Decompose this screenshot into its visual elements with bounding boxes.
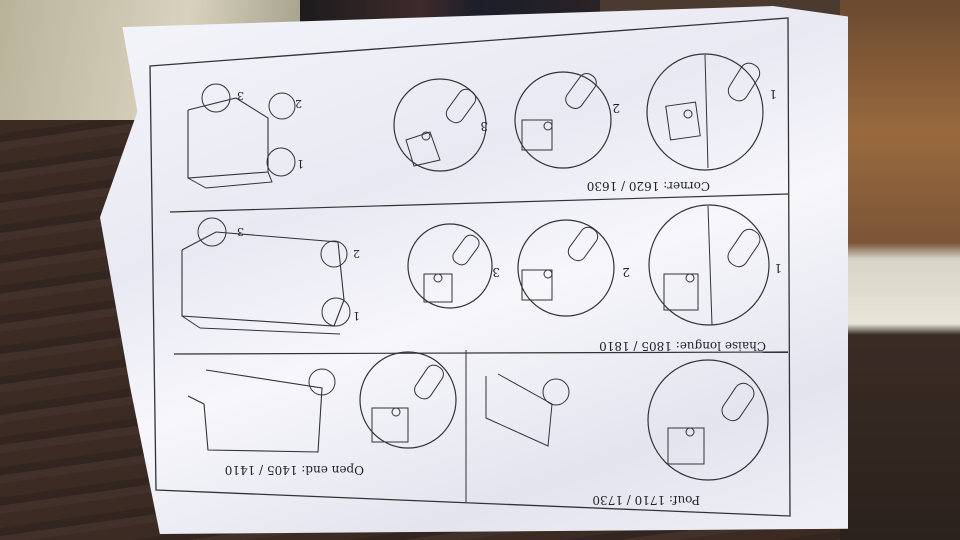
svg-text:2: 2	[353, 247, 360, 260]
svg-text:1: 1	[353, 309, 360, 322]
section-corner: Corner: 1620 / 1630 1 2 3 3 2 1	[187, 53, 777, 193]
svg-text:1: 1	[297, 157, 304, 170]
sheet-frame	[149, 17, 791, 517]
step-circle-1	[648, 204, 770, 326]
svg-text:3: 3	[492, 265, 500, 279]
pouf-outline	[485, 373, 553, 447]
step-circle-3	[393, 78, 487, 172]
svg-text:2: 2	[622, 265, 630, 279]
svg-text:2: 2	[295, 97, 302, 110]
section-divider-2	[173, 351, 789, 355]
corner-sofa-outline	[187, 97, 269, 179]
step-circle-1	[646, 53, 764, 171]
open-end-sofa-outline	[187, 369, 323, 453]
step-circle-open-end	[359, 351, 457, 449]
svg-text:3: 3	[237, 225, 244, 238]
section-open-end-pouf: Pouf: 1710 / 1730 Open end: 1405 / 1410	[187, 351, 769, 507]
step-number: 3	[480, 119, 488, 133]
step-circle-2	[514, 71, 612, 169]
step-number: 2	[612, 101, 620, 115]
svg-text:3: 3	[237, 89, 244, 102]
svg-text:1: 1	[774, 261, 782, 275]
step-circle-3	[407, 223, 493, 309]
section-title: Pouf: 1710 / 1730	[592, 493, 700, 507]
section-title: Chaise longue: 1805 / 1810	[599, 339, 766, 353]
section-chaise-longue: Chaise longue: 1805 / 1810 1 2 3 3 2 1	[181, 204, 782, 353]
step-number: 1	[769, 87, 777, 101]
section-divider-1	[169, 193, 789, 213]
section-title: Corner: 1620 / 1630	[587, 179, 710, 193]
background-furniture	[840, 0, 960, 540]
step-circle-2	[517, 219, 615, 317]
step-circle-pouf	[647, 359, 769, 481]
section-title: Open end: 1405 / 1410	[225, 463, 364, 477]
chaise-sofa-outline	[181, 231, 345, 327]
